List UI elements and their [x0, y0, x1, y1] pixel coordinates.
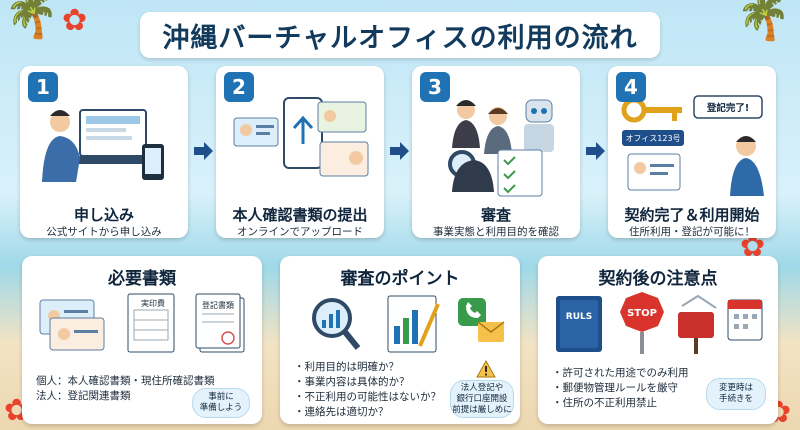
- page-title: 沖縄バーチャルオフィスの利用の流れ: [140, 12, 660, 58]
- step-3-title: 審査: [480, 206, 511, 224]
- step-2-title: 本人確認書類の提出: [232, 206, 368, 224]
- step-1-number: 1: [28, 72, 58, 102]
- step-4-card: 登記完了! オフィス123号 4 契約完了＆利用開始 住所利用・登記が可能に！: [608, 66, 776, 238]
- step-4-number: 4: [616, 72, 646, 102]
- list-item: ・不正利用の可能性はないか？: [294, 391, 441, 403]
- post-contract-caution-panel: 契約後の注意点 RULS STOP ・許可された用途でのみ利用 ・郵便物管理ルー…: [538, 256, 778, 424]
- registration-document-label: 登記書類: [202, 301, 234, 310]
- post-contract-caution-list: ・許可された用途でのみ利用 ・郵便物管理ルールを厳守 ・住所の不正利用禁止: [552, 366, 689, 411]
- arrow-right-icon: [586, 142, 605, 160]
- post-contract-caution-title: 契約後の注意点: [598, 269, 718, 289]
- warning-icon: [476, 360, 496, 378]
- list-item: ・許可された用途でのみ利用: [552, 367, 689, 379]
- rules-book-label: RULS: [565, 312, 593, 322]
- review-points-list: ・利用目的は明確か？ ・事業内容は具体的か？ ・不正利用の可能性はないか？ ・連…: [294, 360, 441, 420]
- step-2-card: 2 本人確認書類の提出 オンラインでアップロード: [216, 66, 384, 238]
- prepare-in-advance-note: 事前に 準備しよう: [192, 388, 250, 418]
- list-item: ・利用目的は明確か？: [294, 361, 399, 373]
- stop-sign-label: STOP: [627, 308, 657, 319]
- step-3-number: 3: [420, 72, 450, 102]
- list-item: 法人：登記関連書類: [36, 390, 131, 402]
- step-2-subtitle: オンラインでアップロード: [237, 226, 363, 238]
- review-points-panel: 審査のポイント ・利用目的は明確か？ ・事業内容は具体的か？ ・不正利用の可能性…: [280, 256, 520, 424]
- step-3-card: 3 審査 事業実態と利用目的を確認: [412, 66, 580, 238]
- required-documents-panel: 必要書類 実印費 登記書類 個人：本人確認書類・現住所確認書類 法人：登記関連書…: [22, 256, 262, 424]
- step-4-title: 契約完了＆利用開始: [624, 206, 760, 224]
- required-documents-title: 必要書類: [108, 269, 176, 289]
- person-laptop-illustration: [42, 109, 164, 182]
- step-1-subtitle: 公式サイトから申し込み: [46, 226, 162, 238]
- caution-illustration: [556, 292, 763, 354]
- list-item: ・住所の不正利用禁止: [552, 397, 657, 409]
- contract-complete-illustration: [621, 95, 764, 196]
- arrow-right-icon: [390, 142, 409, 160]
- step-1-title: 申し込み: [73, 206, 134, 224]
- step-4-subtitle: 住所利用・登記が可能に！: [629, 226, 755, 238]
- documents-illustration: [39, 293, 245, 353]
- office-address-label: オフィス123号: [625, 133, 681, 143]
- required-documents-list: 個人：本人確認書類・現住所確認書類 法人：登記関連書類: [36, 374, 215, 404]
- step-2-number: 2: [224, 72, 254, 102]
- list-item: ・事業内容は具体的か？: [294, 376, 410, 388]
- review-team-illustration: [448, 99, 554, 197]
- registration-complete-bubble: 登記完了!: [706, 103, 750, 114]
- list-item: ・郵便物管理ルールを厳守: [552, 382, 678, 394]
- step-3-subtitle: 事業実態と利用目的を確認: [433, 226, 559, 238]
- id-upload-illustration: [233, 97, 369, 177]
- hibiscus-flower-icon: ✿: [62, 3, 88, 38]
- palm-tree-icon: 🌴: [4, 0, 59, 41]
- review-points-title: 審査のポイント: [340, 269, 460, 289]
- list-item: ・連絡先は適切か？: [294, 406, 389, 418]
- review-points-illustration: [312, 295, 505, 353]
- strict-review-note: 法人登記や 銀行口座開設 前提は厳しめに: [450, 380, 514, 418]
- palm-tree-icon: 🌴: [736, 0, 791, 43]
- seal-document-label: 実印費: [141, 299, 165, 308]
- list-item: 個人：本人確認書類・現住所確認書類: [36, 375, 215, 387]
- arrow-right-icon: [194, 142, 213, 160]
- change-procedure-note: 変更時は 手続きを: [706, 378, 766, 410]
- step-1-card: 1 申し込み 公式サイトから申し込み: [20, 66, 188, 238]
